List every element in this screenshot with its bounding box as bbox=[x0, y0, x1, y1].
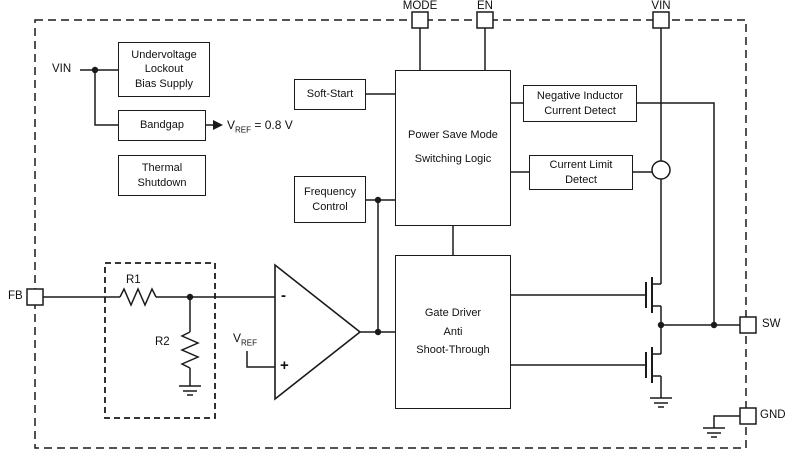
pin-square-mode bbox=[411, 11, 429, 29]
wire-neg-detect-to-sw bbox=[637, 102, 715, 325]
wire-vref-in bbox=[246, 351, 275, 368]
pin-label-gnd: GND bbox=[760, 409, 786, 421]
current-sense-circle bbox=[651, 160, 671, 180]
nmos-leads bbox=[652, 353, 661, 377]
pin-label-fb: FB bbox=[8, 290, 23, 302]
vref-input-sub: REF bbox=[241, 338, 258, 348]
junction-dot bbox=[374, 196, 382, 204]
block-frequency-control: Frequency Control bbox=[294, 176, 366, 223]
bandgap-arrowhead bbox=[213, 120, 223, 130]
comparator-plus-sign: + bbox=[280, 357, 289, 374]
block-gate-driver: Gate Driver Anti Shoot-Through bbox=[395, 255, 511, 409]
pin-label-sw: SW bbox=[762, 318, 781, 330]
feedback-divider-boundary bbox=[104, 262, 216, 419]
wire-vin-branch bbox=[80, 69, 118, 126]
junction-dots bbox=[91, 66, 718, 336]
pin-label-en: EN bbox=[477, 0, 493, 12]
vref-output-base: V bbox=[227, 118, 236, 132]
pmos-leads bbox=[652, 283, 661, 307]
junction-dot bbox=[374, 328, 382, 336]
block-bandgap: Bandgap bbox=[118, 110, 206, 141]
label-vref-output: VREF = 0.8 V bbox=[227, 118, 293, 134]
block-uvlo: Undervoltage Lockout Bias Supply bbox=[118, 42, 210, 97]
block-current-limit-detect: Current Limit Detect bbox=[529, 155, 633, 190]
junction-dot bbox=[657, 321, 665, 329]
vref-output-eq: = 0.8 V bbox=[251, 118, 293, 132]
resistor-r1 bbox=[119, 287, 157, 307]
ground-gnd-pin bbox=[703, 427, 725, 438]
vref-input-base: V bbox=[233, 331, 242, 345]
label-vref-input: VREF bbox=[233, 331, 257, 347]
ic-boundary bbox=[34, 19, 747, 449]
wire-gnd-pin bbox=[713, 415, 740, 428]
comparator-minus-sign: - bbox=[281, 287, 286, 304]
block-soft-start: Soft-Start bbox=[294, 79, 366, 110]
block-thermal-shutdown: Thermal Shutdown bbox=[118, 155, 206, 196]
label-r2: R2 bbox=[155, 336, 170, 348]
pin-square-en bbox=[476, 11, 494, 29]
resistor-r2 bbox=[180, 331, 200, 369]
ground-nmos bbox=[650, 397, 672, 408]
pin-square-sw bbox=[739, 316, 757, 334]
pin-label-vin: VIN bbox=[651, 0, 671, 12]
ground-r2 bbox=[179, 385, 201, 396]
pin-square-vin bbox=[652, 11, 670, 29]
pin-square-fb bbox=[26, 288, 44, 306]
block-power-save-mode: Power Save Mode Switching Logic bbox=[395, 70, 511, 226]
vref-output-sub: REF bbox=[235, 125, 252, 135]
block-negative-inductor-detect: Negative Inductor Current Detect bbox=[523, 85, 637, 122]
junction-dot bbox=[710, 321, 718, 329]
label-r1: R1 bbox=[126, 274, 141, 286]
comparator-triangle bbox=[274, 263, 362, 401]
junction-dot bbox=[91, 66, 99, 74]
junction-dot bbox=[186, 293, 194, 301]
pin-label-mode: MODE bbox=[402, 0, 438, 12]
pin-square-gnd bbox=[739, 407, 757, 425]
label-vin-internal: VIN bbox=[52, 63, 72, 75]
